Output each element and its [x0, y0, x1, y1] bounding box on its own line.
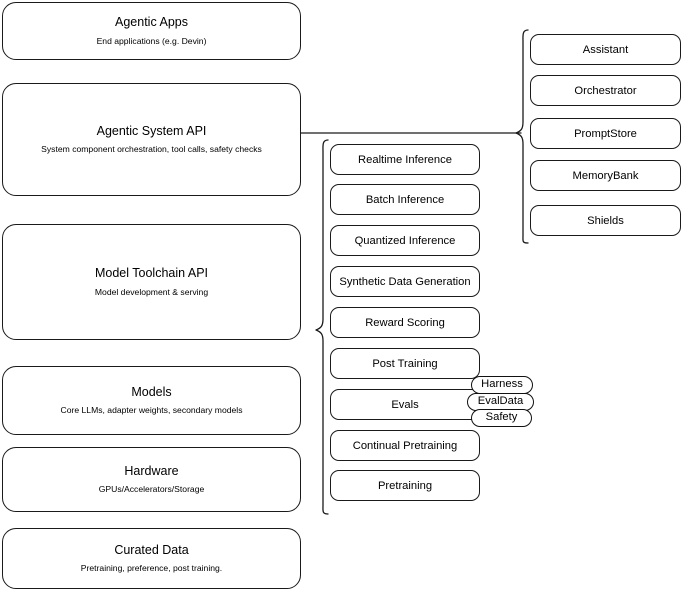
- capability-box-continual-pretraining[interactable]: Continual Pretraining: [330, 430, 480, 461]
- layer-box-model-toolchain-api[interactable]: Model Toolchain API Model development & …: [2, 224, 301, 340]
- evals-badge-label: Safety: [485, 411, 518, 424]
- model-toolchain-brace: [315, 139, 329, 515]
- layer-title: Agentic Apps: [115, 15, 188, 30]
- capability-box-synthetic-data-generation[interactable]: Synthetic Data Generation: [330, 266, 480, 297]
- capability-label: Post Training: [372, 357, 438, 370]
- capability-box-evals[interactable]: Evals: [330, 389, 480, 420]
- component-label: Orchestrator: [574, 84, 637, 97]
- component-box-orchestrator[interactable]: Orchestrator: [530, 75, 681, 106]
- layer-box-models[interactable]: Models Core LLMs, adapter weights, secon…: [2, 366, 301, 435]
- layer-subtitle: GPUs/Accelerators/Storage: [98, 484, 205, 495]
- capability-label: Pretraining: [377, 479, 433, 492]
- component-box-memorybank[interactable]: MemoryBank: [530, 160, 681, 191]
- capability-box-reward-scoring[interactable]: Reward Scoring: [330, 307, 480, 338]
- evals-badge-harness[interactable]: Harness: [471, 376, 533, 394]
- capability-box-quantized-inference[interactable]: Quantized Inference: [330, 225, 480, 256]
- capability-label: Quantized Inference: [354, 234, 456, 247]
- component-label: MemoryBank: [572, 169, 639, 182]
- layer-title: Models: [131, 384, 172, 399]
- capability-label: Reward Scoring: [365, 316, 445, 329]
- layer-subtitle: End applications (e.g. Devin): [96, 35, 207, 46]
- layer-subtitle: Core LLMs, adapter weights, secondary mo…: [60, 405, 243, 416]
- layer-title: Hardware: [124, 463, 179, 478]
- capability-box-pretraining[interactable]: Pretraining: [330, 470, 480, 501]
- layer-title: Curated Data: [114, 542, 189, 557]
- layer-title: Agentic System API: [96, 123, 207, 138]
- evals-badge-label: EvalData: [477, 395, 524, 408]
- component-label: PromptStore: [574, 127, 637, 140]
- capability-label: Synthetic Data Generation: [339, 275, 471, 288]
- layer-box-curated-data[interactable]: Curated Data Pretraining, preference, po…: [2, 528, 301, 589]
- layer-box-agentic-system-api[interactable]: Agentic System API System component orch…: [2, 83, 301, 196]
- agentic-system-brace: [515, 29, 529, 244]
- component-label: Assistant: [582, 43, 629, 56]
- capability-box-post-training[interactable]: Post Training: [330, 348, 480, 379]
- capability-label: Evals: [391, 398, 419, 411]
- component-box-assistant[interactable]: Assistant: [530, 34, 681, 65]
- capability-label: Continual Pretraining: [352, 439, 458, 452]
- layer-box-hardware[interactable]: Hardware GPUs/Accelerators/Storage: [2, 447, 301, 512]
- component-box-shields[interactable]: Shields: [530, 205, 681, 236]
- capability-label: Realtime Inference: [358, 153, 452, 166]
- layer-subtitle: Model development & serving: [94, 286, 209, 297]
- capability-box-batch-inference[interactable]: Batch Inference: [330, 184, 480, 215]
- evals-badge-label: Harness: [481, 378, 523, 391]
- layer-subtitle: System component orchestration, tool cal…: [41, 144, 262, 155]
- capability-label: Batch Inference: [365, 193, 445, 206]
- component-box-promptstore[interactable]: PromptStore: [530, 118, 681, 149]
- evals-badge-safety[interactable]: Safety: [471, 409, 532, 427]
- component-label: Shields: [587, 214, 624, 227]
- layer-title: Model Toolchain API: [94, 266, 209, 281]
- capability-box-realtime-inference[interactable]: Realtime Inference: [330, 144, 480, 175]
- layer-subtitle: Pretraining, preference, post training.: [80, 563, 223, 574]
- layer-box-agentic-apps[interactable]: Agentic Apps End applications (e.g. Devi…: [2, 2, 301, 60]
